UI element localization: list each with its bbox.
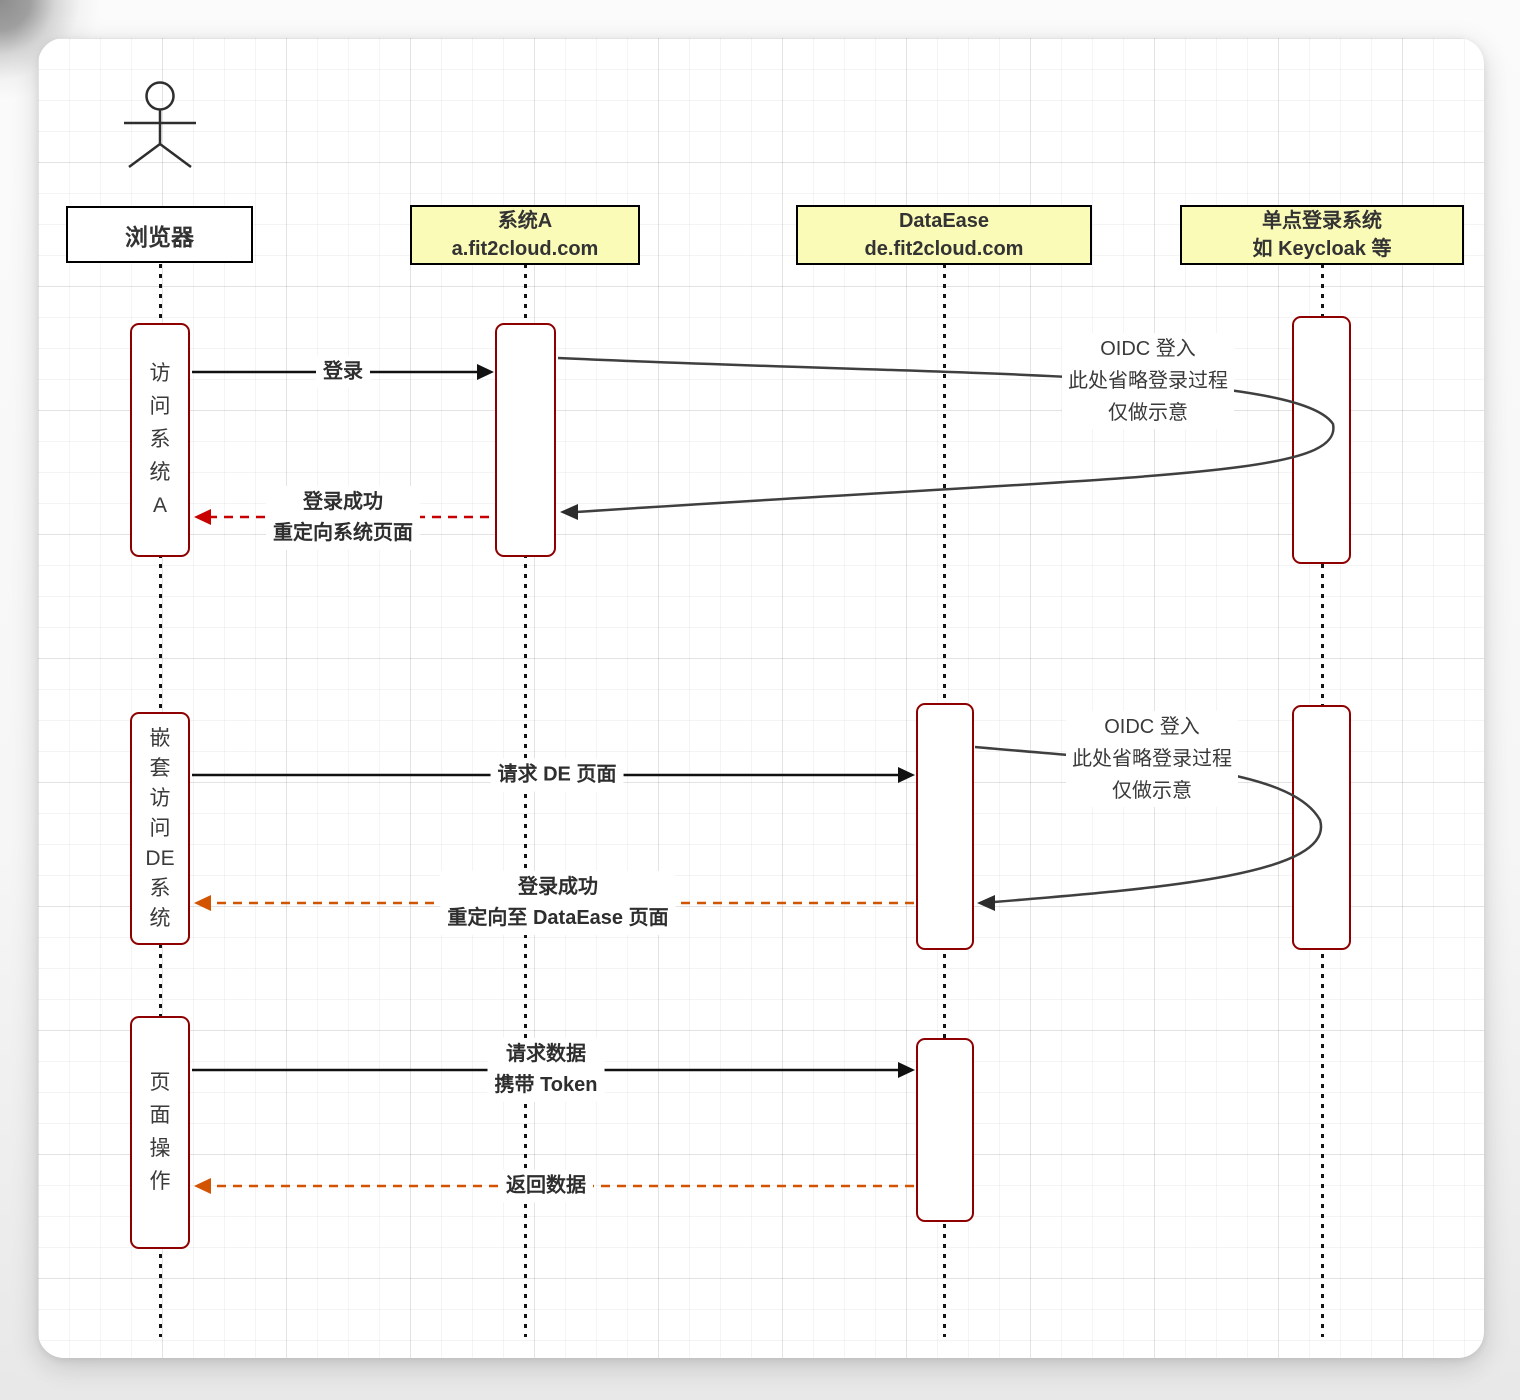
label-line: 请求数据 (506, 1043, 586, 1065)
activation-label-char: 访 (149, 362, 171, 385)
label-login: 登录 (316, 355, 370, 389)
activation-page-operation: 页 面 操 作 (130, 1016, 190, 1249)
participant-sublabel: 如 Keycloak 等 (1252, 238, 1392, 260)
label-line: 登录成功 (517, 876, 598, 898)
participant-label: 浏览器 (125, 223, 194, 250)
label-line: 此处省略登录过程 (1072, 748, 1232, 770)
activation-label-char: 页 (149, 1071, 171, 1094)
label-line: 重定向系统页面 (273, 522, 413, 544)
participant-label: 单点登录系统 (1262, 210, 1382, 232)
label-return-data: 返回数据 (499, 1169, 593, 1203)
activation-label-char: 操 (149, 1137, 171, 1160)
lifeline-system-a (523, 264, 527, 1337)
label-login-success-a: 登录成功 重定向系统页面 (266, 486, 420, 550)
activation-label-char: 问 (149, 395, 171, 418)
participant-label: 系统A (497, 210, 553, 232)
activation-label-char: 嵌 (149, 726, 171, 750)
label-line: 登录成功 (303, 491, 383, 513)
activation-sso-2 (1292, 705, 1351, 950)
activation-label-char: DE (145, 846, 175, 870)
activation-sso-1 (1292, 316, 1351, 564)
label-request-de-page: 请求 DE 页面 (490, 758, 624, 792)
activation-dataease-1 (916, 703, 974, 950)
label-line: 重定向至 DataEase 页面 (447, 907, 669, 929)
label-line: 携带 Token (494, 1074, 598, 1096)
activation-visit-system-a: 访 问 系 统 A (130, 323, 190, 557)
activation-label-char: A (152, 494, 167, 517)
label-oidc-login-2: OIDC 登入 此处省略登录过程 仅做示意 (1066, 711, 1238, 807)
activation-label-char: 套 (149, 756, 171, 780)
participant-system-a: 系统A a.fit2cloud.com (410, 205, 640, 265)
activation-label-char: 系 (149, 428, 171, 451)
label-line: 仅做示意 (1108, 402, 1188, 424)
participant-browser: 浏览器 (66, 206, 253, 263)
activation-label-char: 作 (149, 1170, 171, 1193)
activation-label-char: 统 (149, 461, 171, 484)
label-line: 仅做示意 (1112, 780, 1192, 802)
activation-dataease-2 (916, 1038, 974, 1222)
participant-dataease: DataEase de.fit2cloud.com (796, 205, 1092, 265)
label-oidc-login-1: OIDC 登入 此处省略登录过程 仅做示意 (1062, 333, 1234, 429)
activation-label-char: 问 (149, 816, 171, 840)
label-request-data: 请求数据 携带 Token (487, 1038, 605, 1102)
label-line: 此处省略登录过程 (1068, 370, 1228, 392)
activation-system-a-1 (495, 323, 556, 557)
participant-sublabel: a.fit2cloud.com (451, 238, 599, 260)
activation-embed-visit-de: 嵌 套 访 问 DE 系 统 (130, 712, 190, 945)
participant-sublabel: de.fit2cloud.com (864, 238, 1024, 260)
label-line: OIDC 登入 (1100, 338, 1196, 360)
activation-label-char: 统 (149, 906, 171, 930)
participant-label: DataEase (898, 210, 990, 232)
activation-label-char: 面 (149, 1104, 171, 1127)
label-login-success-de: 登录成功 重定向至 DataEase 页面 (440, 871, 676, 935)
label-line: OIDC 登入 (1104, 716, 1200, 738)
activation-label-char: 系 (149, 876, 171, 900)
participant-sso: 单点登录系统 如 Keycloak 等 (1180, 205, 1464, 265)
activation-label-char: 访 (149, 786, 171, 810)
